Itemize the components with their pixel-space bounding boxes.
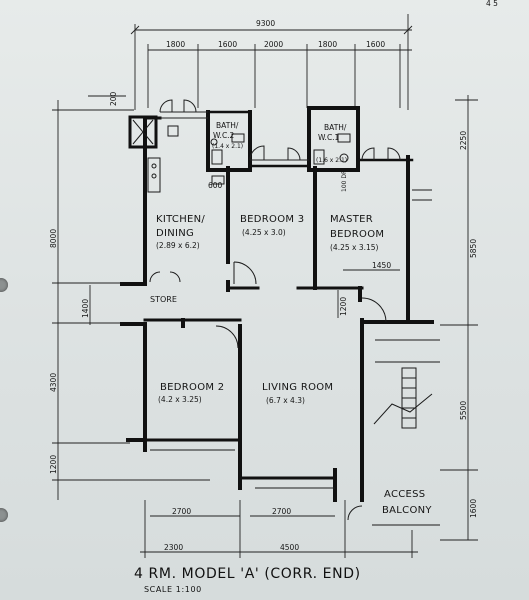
dim-corner: 4 5 — [486, 0, 498, 8]
dim-1200-inner: 1200 — [339, 297, 348, 316]
plan-scale: SCALE 1:100 — [144, 585, 202, 594]
dim-600: 600 — [208, 181, 223, 190]
dim-total-width: 9300 — [256, 19, 275, 28]
dim-left-1400: 1400 — [81, 299, 90, 318]
binder-hole — [0, 508, 8, 522]
dim-top-2: 1600 — [218, 40, 237, 49]
dim-bottom-2700a: 2700 — [172, 507, 191, 516]
dim-small-200: 200 — [109, 91, 118, 106]
dim-left-total: 8000 — [49, 229, 58, 248]
bath1-label: BATH/ — [324, 123, 347, 132]
bedroom3-size: (4.25 x 3.0) — [242, 228, 286, 237]
dim-100-dp: 100 DP — [341, 170, 348, 192]
dim-bottom-2300: 2300 — [164, 543, 183, 552]
dim-top-3: 2000 — [264, 40, 283, 49]
balcony-label: ACCESS — [384, 489, 425, 500]
dimension-lines — [52, 14, 478, 558]
walls — [120, 106, 434, 502]
dim-top-4: 1800 — [318, 40, 337, 49]
master-label: MASTER — [330, 214, 373, 225]
dim-right-5500: 5500 — [459, 401, 468, 420]
kitchen-label-2: DINING — [156, 228, 194, 239]
living-room-label: LIVING ROOM — [262, 382, 333, 393]
bedroom3-label: BEDROOM 3 — [240, 214, 304, 225]
store-label: STORE — [150, 295, 177, 304]
binder-hole — [0, 278, 8, 292]
balcony-label-2: BALCONY — [382, 505, 432, 516]
bedroom2-size: (4.2 x 3.25) — [158, 395, 202, 404]
bath2-label-2: W.C.2 — [213, 131, 235, 140]
dim-right-1600: 1600 — [469, 499, 478, 518]
dim-1450: 1450 — [372, 261, 391, 270]
bath2-label: BATH/ — [216, 121, 239, 130]
dim-bottom-2700b: 2700 — [272, 507, 291, 516]
bedroom2-label: BEDROOM 2 — [160, 382, 224, 393]
master-size: (4.25 x 3.15) — [330, 243, 379, 252]
kitchen-size: (2.89 x 6.2) — [156, 241, 200, 250]
dim-top-1: 1800 — [166, 40, 185, 49]
room-labels: BATH/ W.C.2 (1.4 x 2.1) BATH/ W.C.1 (1.6… — [150, 121, 432, 516]
fixtures — [128, 99, 440, 526]
kitchen-label: KITCHEN/ — [156, 214, 205, 225]
living-room-size: (6.7 x 4.3) — [266, 396, 305, 405]
dim-right-5850: 5850 — [469, 239, 478, 258]
bath1-label-2: W.C.1 — [318, 133, 340, 142]
bath1-size: (1.6 x 2.1) — [316, 157, 347, 164]
dim-left-4300: 4300 — [49, 373, 58, 392]
dim-top-5: 1600 — [366, 40, 385, 49]
master-label-2: BEDROOM — [330, 229, 384, 240]
dim-right-2250: 2250 — [459, 131, 468, 150]
dim-bottom-4500: 4500 — [280, 543, 299, 552]
dimension-labels: 9300 1800 1600 2000 1800 1600 4 5 8000 1… — [49, 0, 498, 552]
bath2-size: (1.4 x 2.1) — [212, 143, 243, 150]
dim-left-1200: 1200 — [49, 455, 58, 474]
plan-title: 4 RM. MODEL 'A' (CORR. END) — [134, 566, 361, 582]
